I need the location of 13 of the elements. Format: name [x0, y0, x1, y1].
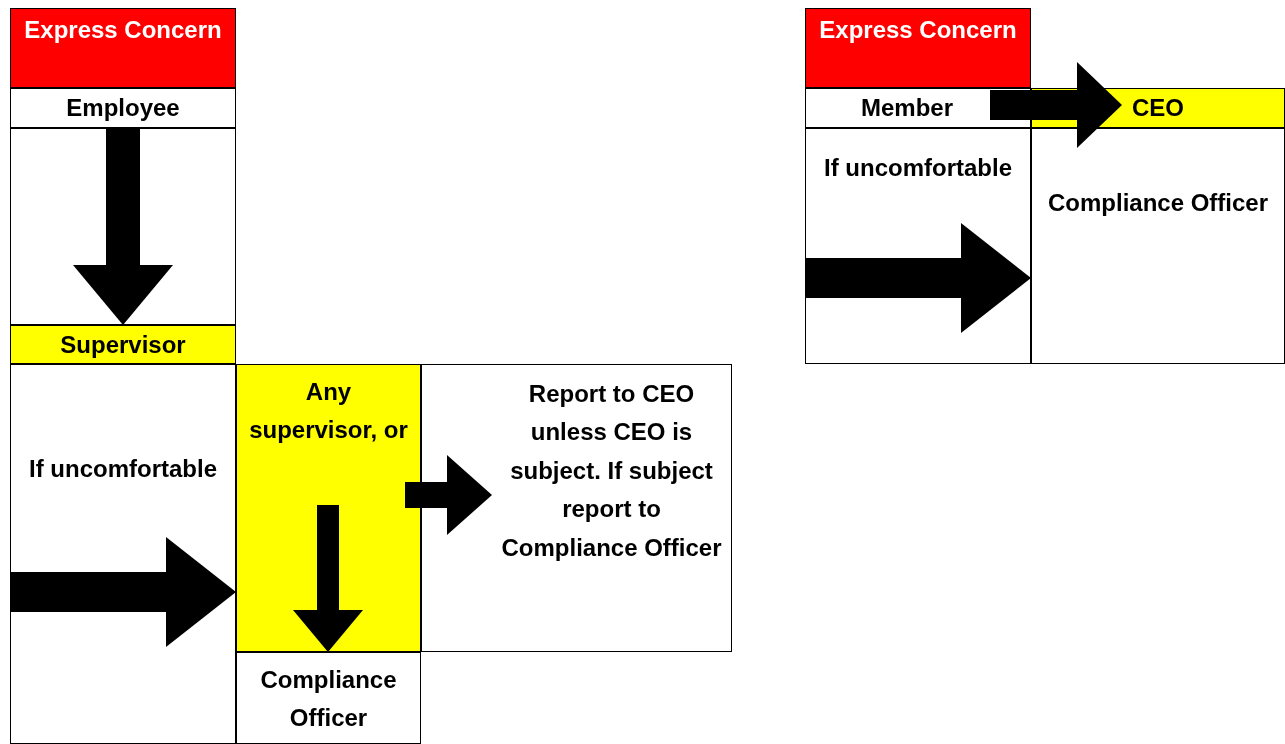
- note-cell: Report to CEO unless CEO is subject. If subject report to Compliance Officer: [421, 364, 732, 652]
- header-cell: Express Concern: [805, 8, 1031, 88]
- block-arrow: [805, 223, 1031, 333]
- role-cell: Supervisor: [10, 325, 236, 364]
- block-arrow: [293, 505, 363, 652]
- role-cell: Compliance Officer: [236, 652, 421, 744]
- block-arrow: [73, 128, 173, 325]
- role-cell: Any supervisor, or: [236, 364, 421, 652]
- header-cell: Express Concern: [10, 8, 236, 88]
- role-cell: Compliance Officer: [1031, 128, 1285, 364]
- block-arrow: [10, 537, 236, 647]
- block-arrow: [405, 455, 492, 535]
- role-cell: Employee: [10, 88, 236, 128]
